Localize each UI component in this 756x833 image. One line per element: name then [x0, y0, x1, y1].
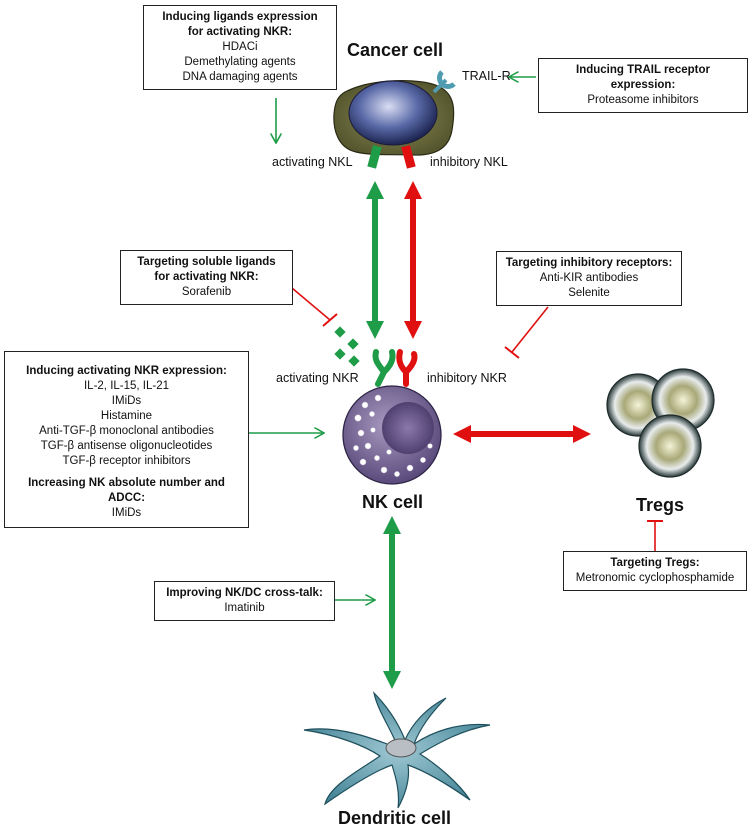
thin-connectors — [249, 77, 663, 600]
box-item: Histamine — [100, 410, 153, 422]
tregs-title: Tregs — [636, 495, 685, 515]
box-title: Targeting inhibitory receptors: — [505, 257, 673, 269]
activating-nkr-label: activating NKR — [276, 371, 359, 385]
box-item: IL-2, IL-15, IL-21 — [83, 380, 170, 392]
inhibitory-nkr-label: inhibitory NKR — [427, 371, 507, 385]
nk-cell-title: NK cell — [362, 492, 424, 512]
box-item: Anti-KIR antibodies — [539, 272, 639, 284]
dendritic-cell-graphic — [303, 691, 491, 809]
box-title: Inducing activating NKR expression: — [26, 365, 227, 377]
trail-r-label: TRAIL-R — [462, 69, 511, 83]
box-item: Proteasome inhibitors — [587, 94, 699, 106]
thick-arrows — [366, 181, 591, 689]
box-item: TGF-β antisense oligonucleotides — [40, 440, 213, 452]
box-title: Improving NK/DC cross-talk: — [166, 587, 323, 599]
tregs-graphic — [606, 368, 715, 478]
box-ligands-expression: Inducing ligands expression for activati… — [143, 5, 337, 90]
cancer-cell-title: Cancer cell — [347, 40, 444, 60]
box-title: for activating NKR: — [154, 271, 259, 283]
box-item: IMiDs — [111, 395, 142, 407]
box-item: Demethylating agents — [184, 56, 296, 68]
box-item: HDACi — [222, 41, 258, 53]
inhibitory-nkl-label: inhibitory NKL — [430, 155, 508, 169]
box-item: Sorafenib — [181, 286, 232, 298]
box-title: Inducing ligands expression — [162, 11, 318, 23]
box-item: IMiDs — [111, 507, 142, 519]
box-item: Selenite — [568, 287, 610, 299]
nk-cell-graphic — [334, 326, 442, 485]
box-title: Targeting soluble ligands — [137, 256, 276, 268]
box-activating-nkr: Inducing activating NKR expression: IL-2… — [4, 351, 249, 528]
cancer-cell-graphic — [333, 70, 456, 169]
box-title: Increasing NK absolute number and ADCC: — [28, 477, 225, 504]
box-item: TGF-β receptor inhibitors — [62, 455, 191, 467]
box-inhibitory-receptors: Targeting inhibitory receptors: Anti-KIR… — [496, 251, 682, 306]
box-nk-dc-crosstalk: Improving NK/DC cross-talk: Imatinib — [154, 581, 335, 621]
box-title: for activating NKR: — [187, 26, 293, 38]
box-targeting-tregs: Targeting Tregs: Metronomic cyclophospha… — [563, 551, 747, 591]
box-item: Imatinib — [224, 602, 265, 614]
activating-nkl-label: activating NKL — [272, 155, 353, 169]
box-trail-receptor: Inducing TRAIL receptor expression: Prot… — [538, 58, 748, 113]
box-item: DNA damaging agents — [182, 71, 298, 83]
dendritic-cell-title: Dendritic cell — [338, 808, 452, 828]
box-item: Anti-TGF-β monoclonal antibodies — [39, 425, 214, 437]
box-title: Inducing TRAIL receptor expression: — [576, 64, 710, 91]
box-soluble-ligands: Targeting soluble ligands for activating… — [120, 250, 293, 305]
box-item: Metronomic cyclophosphamide — [575, 572, 735, 584]
box-title: Targeting Tregs: — [610, 557, 700, 569]
